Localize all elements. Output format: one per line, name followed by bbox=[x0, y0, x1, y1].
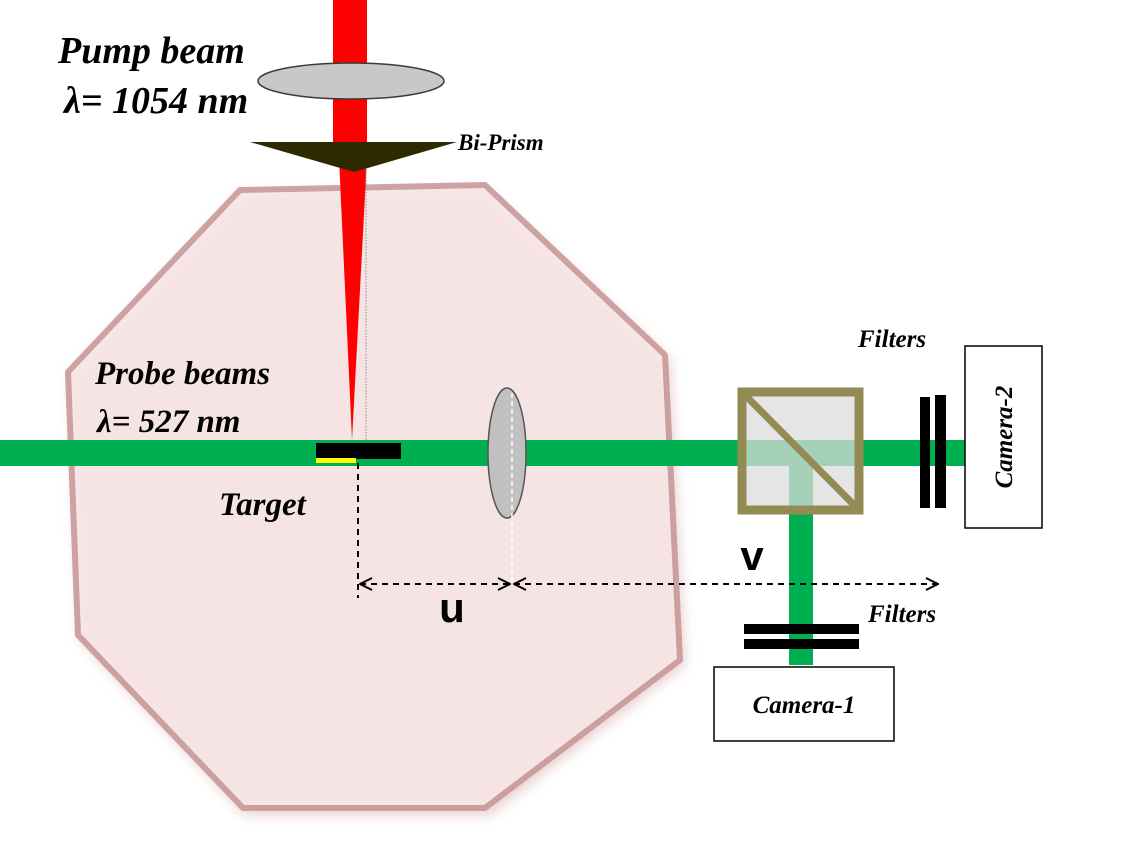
filters-bottom-label: Filters bbox=[867, 601, 936, 628]
camera-2-label: Camera-2 bbox=[991, 386, 1018, 489]
pump-beam-focused bbox=[339, 158, 367, 440]
pump-focusing-lens bbox=[257, 62, 445, 100]
distance-u-label: u bbox=[439, 584, 465, 631]
camera-2-box bbox=[964, 345, 1043, 529]
distance-v-label: v bbox=[740, 532, 764, 579]
filter-camera2-b bbox=[935, 395, 946, 508]
vacuum-chamber bbox=[65, 182, 683, 811]
pump-beam-label: Pump beam bbox=[57, 30, 245, 72]
bi-prism bbox=[250, 142, 457, 172]
filter-camera1-b bbox=[744, 639, 859, 649]
beam-splitter-diagonal bbox=[743, 393, 858, 509]
probe-wavelength-label: λ= 527 nm bbox=[95, 404, 240, 440]
target-coating bbox=[316, 458, 356, 463]
target-label: Target bbox=[219, 487, 307, 523]
target bbox=[316, 443, 401, 459]
filters-top-label: Filters bbox=[857, 326, 926, 353]
camera-1-box bbox=[713, 666, 895, 742]
probe-beams-label: Probe beams bbox=[94, 356, 270, 392]
imaging-lens bbox=[487, 387, 527, 519]
camera-1-label: Camera-1 bbox=[753, 692, 856, 719]
filter-camera2-a bbox=[920, 397, 930, 508]
pump-wavelength-label: λ= 1054 nm bbox=[62, 80, 248, 122]
filter-camera1-a bbox=[744, 624, 859, 634]
bi-prism-label: Bi-Prism bbox=[457, 130, 544, 155]
